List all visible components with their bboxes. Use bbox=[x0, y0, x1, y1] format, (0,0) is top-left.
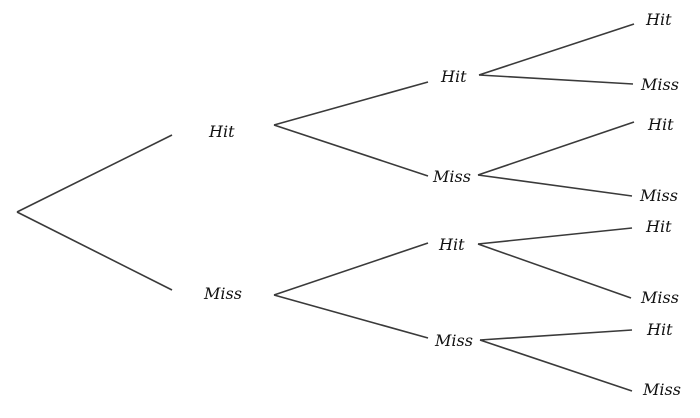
label-mm-hit: Hit bbox=[646, 320, 673, 339]
label-hm-hit: Hit bbox=[647, 115, 674, 134]
edge-hit-miss bbox=[273, 124, 429, 177]
label-mm-miss: Miss bbox=[642, 380, 681, 399]
edge-mh-miss bbox=[477, 243, 632, 299]
label-mh-miss: Miss bbox=[640, 288, 679, 307]
label-miss-miss: Miss bbox=[434, 331, 473, 350]
edge-mh-hit bbox=[477, 227, 633, 245]
tree-edges bbox=[16, 23, 635, 392]
label-hit-hit: Hit bbox=[440, 67, 467, 86]
edge-root-hit bbox=[16, 134, 173, 213]
edge-hm-miss bbox=[477, 174, 633, 197]
edge-mm-miss bbox=[479, 339, 633, 392]
label-hit: Hit bbox=[208, 122, 235, 141]
label-hh-miss: Miss bbox=[640, 75, 679, 94]
label-hh-hit: Hit bbox=[645, 10, 672, 29]
edge-hit-hit bbox=[273, 81, 429, 126]
label-miss: Miss bbox=[203, 284, 242, 303]
edge-hh-hit bbox=[478, 23, 635, 76]
edge-root-miss bbox=[16, 211, 173, 291]
label-hit-miss: Miss bbox=[432, 167, 471, 186]
label-hm-miss: Miss bbox=[639, 186, 678, 205]
edge-hh-miss bbox=[478, 74, 634, 85]
label-mh-hit: Hit bbox=[645, 217, 672, 236]
label-miss-hit: Hit bbox=[438, 235, 465, 254]
edge-miss-miss bbox=[273, 294, 429, 339]
edge-mm-hit bbox=[479, 329, 633, 341]
edge-miss-hit bbox=[273, 242, 429, 296]
tree-labels: Hit Miss Hit Miss Hit Miss Hit Miss Hit … bbox=[203, 10, 681, 399]
edge-hm-hit bbox=[477, 121, 635, 176]
